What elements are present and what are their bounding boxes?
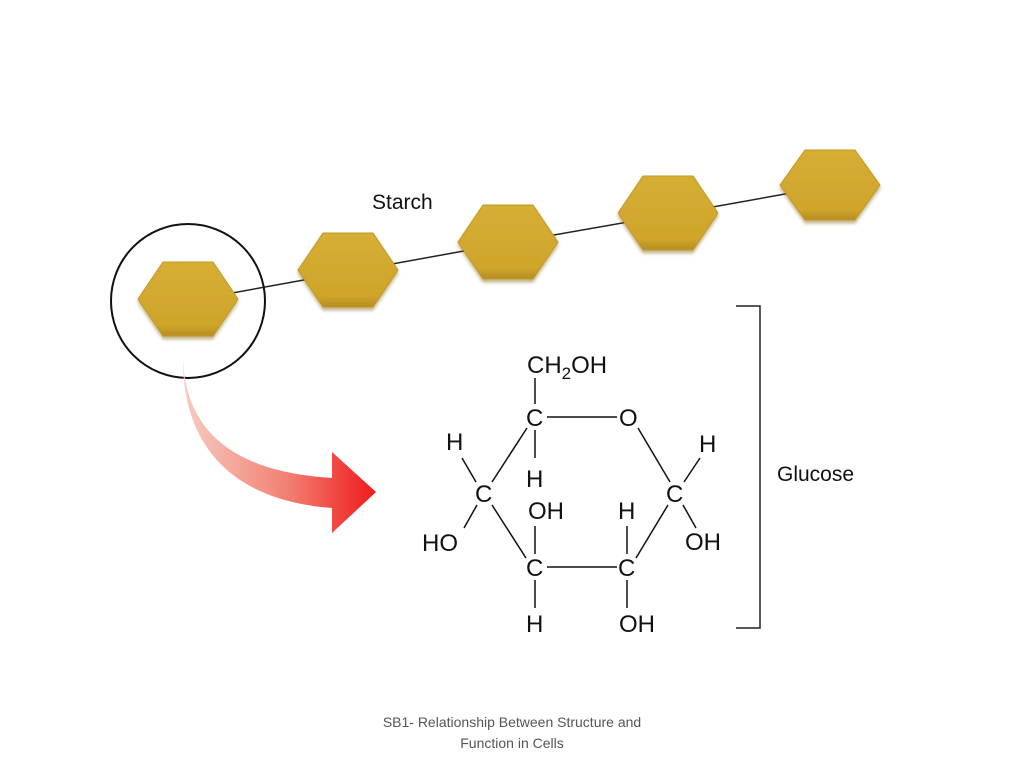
carbon-bottom-right: C — [618, 555, 635, 582]
starch-hexagon-5 — [779, 149, 881, 221]
footer-line-2: Function in Cells — [460, 735, 564, 751]
hydroxyl-carbon-left: HO — [422, 530, 458, 557]
hydroxyl-carbon-right: OH — [685, 529, 721, 556]
curved-arrow — [183, 360, 376, 533]
hydroxyl-bottom-right: OH — [619, 611, 655, 638]
starch-hexagon-1 — [137, 261, 239, 337]
starch-hexagon-2 — [297, 232, 399, 308]
carbon-right: C — [666, 481, 683, 508]
hydrogen-middle-right: H — [618, 498, 635, 525]
ch2oh-group: CH2OH — [527, 352, 607, 383]
glucose-atoms: CH2OH C O H H H C HO OH H C OH C C H OH — [422, 352, 721, 638]
hydrogen-carbon-4: H — [526, 466, 543, 493]
hydrogen-upper-right: H — [699, 431, 716, 458]
footer-line-1: SB1- Relationship Between Structure and — [382, 714, 642, 730]
hydrogen-bottom-left: H — [526, 611, 543, 638]
ring-oxygen: O — [619, 405, 638, 432]
glucose-label: Glucose — [777, 463, 854, 486]
carbon-bottom-left: C — [526, 555, 543, 582]
slide-footer: SB1- Relationship Between Structure and … — [362, 712, 662, 754]
carbon-4: C — [526, 405, 543, 432]
hydrogen-upper-left: H — [446, 429, 463, 456]
hydroxyl-upper-middle: OH — [528, 498, 564, 525]
highlight-circle — [110, 223, 266, 379]
glucose-bracket — [736, 305, 761, 629]
starch-hexagon-3 — [457, 204, 559, 280]
starch-label: Starch — [372, 191, 433, 214]
starch-hexagon-4 — [617, 175, 719, 251]
carbon-left: C — [475, 481, 492, 508]
glucose-ring-bonds — [461, 378, 701, 608]
